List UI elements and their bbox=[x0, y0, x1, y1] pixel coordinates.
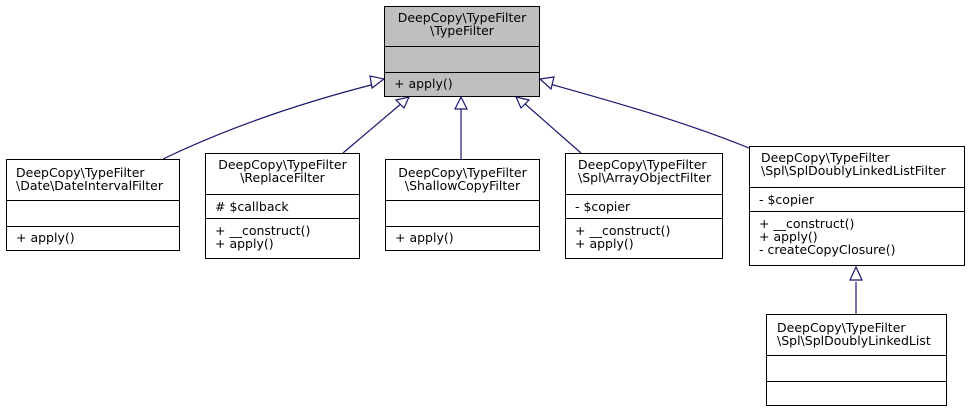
attribute: - $copier bbox=[759, 192, 815, 207]
class-shallowcopyfilter[interactable]: DeepCopy\TypeFilter \ShallowCopyFilter +… bbox=[385, 159, 540, 251]
methods-section bbox=[767, 381, 946, 405]
attributes-section: - $copier bbox=[566, 194, 722, 218]
class-name: DeepCopy\TypeFilter \ReplaceFilter bbox=[206, 154, 359, 194]
method: + __construct() bbox=[575, 223, 671, 238]
methods-section: + apply() bbox=[385, 72, 539, 96]
method: + apply() bbox=[215, 236, 274, 251]
method: + __construct() bbox=[215, 223, 311, 238]
edge-array-object bbox=[523, 102, 582, 154]
attributes-section: - $copier bbox=[750, 187, 964, 211]
class-name-line2: \Spl\ArrayObjectFilter bbox=[578, 170, 712, 185]
class-replacefilter[interactable]: DeepCopy\TypeFilter \ReplaceFilter # $ca… bbox=[205, 153, 360, 259]
class-name: DeepCopy\TypeFilter \Spl\ArrayObjectFilt… bbox=[566, 154, 722, 194]
edge-replace bbox=[342, 102, 403, 154]
class-spldoublylinkedlist[interactable]: DeepCopy\TypeFilter \Spl\SplDoublyLinked… bbox=[766, 314, 947, 406]
methods-section: + apply() bbox=[7, 226, 179, 250]
edge-dll-filter bbox=[549, 83, 750, 149]
arrowhead-dll-filter bbox=[538, 76, 555, 91]
class-name-line2: \Spl\SplDoublyLinkedList bbox=[777, 333, 931, 348]
attribute: - $copier bbox=[575, 199, 631, 214]
methods-section: + apply() bbox=[386, 226, 539, 250]
attributes-section bbox=[385, 46, 539, 72]
class-dateintervalfilter[interactable]: DeepCopy\TypeFilter \Date\DateIntervalFi… bbox=[6, 159, 180, 251]
arrowhead-dll bbox=[849, 265, 863, 281]
class-name-line1: DeepCopy\TypeFilter bbox=[218, 157, 347, 172]
method: + apply() bbox=[759, 229, 818, 244]
class-name: DeepCopy\TypeFilter \Date\DateIntervalFi… bbox=[7, 160, 179, 200]
class-name: DeepCopy\TypeFilter \TypeFilter bbox=[385, 7, 539, 46]
class-name-line2: \Date\DateIntervalFilter bbox=[16, 178, 164, 193]
class-name: DeepCopy\TypeFilter \ShallowCopyFilter bbox=[386, 160, 539, 200]
method: + __construct() bbox=[759, 216, 855, 231]
attributes-section bbox=[386, 200, 539, 226]
arrowhead-shallow bbox=[454, 95, 468, 110]
class-name-line1: DeepCopy\TypeFilter bbox=[16, 165, 145, 180]
arrowhead-date-interval bbox=[369, 75, 386, 90]
class-name: DeepCopy\TypeFilter \Spl\SplDoublyLinked… bbox=[750, 147, 964, 187]
arrowhead-array-object bbox=[514, 96, 531, 110]
class-name-line2: \Spl\SplDoublyLinkedListFilter bbox=[761, 163, 946, 178]
class-name-line1: DeepCopy\TypeFilter bbox=[777, 320, 906, 335]
class-arrayobjectfilter[interactable]: DeepCopy\TypeFilter \Spl\ArrayObjectFilt… bbox=[565, 153, 723, 259]
methods-section: + __construct() + apply() bbox=[206, 218, 359, 258]
class-typefilter[interactable]: DeepCopy\TypeFilter \TypeFilter + apply(… bbox=[384, 6, 540, 97]
edge-date-interval bbox=[162, 83, 376, 160]
method: - createCopyClosure() bbox=[759, 242, 896, 257]
methods-section: + __construct() + apply() - createCopyCl… bbox=[750, 211, 964, 265]
class-name-line2: \ShallowCopyFilter bbox=[404, 178, 521, 193]
class-name-line1: DeepCopy\TypeFilter bbox=[578, 157, 707, 172]
method: + apply() bbox=[16, 230, 75, 245]
class-name-line1: DeepCopy\TypeFilter bbox=[397, 10, 527, 25]
attributes-section bbox=[7, 200, 179, 226]
method: + apply() bbox=[395, 230, 454, 245]
class-name: DeepCopy\TypeFilter \Spl\SplDoublyLinked… bbox=[767, 315, 946, 355]
attributes-section: # $callback bbox=[206, 194, 359, 218]
class-name-line1: DeepCopy\TypeFilter bbox=[761, 150, 890, 165]
class-name-line2: \ReplaceFilter bbox=[240, 170, 325, 185]
attribute: # $callback bbox=[215, 199, 289, 214]
method: + apply() bbox=[394, 76, 453, 91]
attributes-section bbox=[767, 355, 946, 381]
class-name-line1: DeepCopy\TypeFilter bbox=[398, 165, 527, 180]
class-name-line2: \TypeFilter bbox=[430, 23, 494, 38]
method: + apply() bbox=[575, 236, 634, 251]
class-spldoublylinkedlistfilter[interactable]: DeepCopy\TypeFilter \Spl\SplDoublyLinked… bbox=[749, 146, 965, 266]
methods-section: + __construct() + apply() bbox=[566, 218, 722, 258]
arrowhead-replace bbox=[394, 96, 411, 110]
